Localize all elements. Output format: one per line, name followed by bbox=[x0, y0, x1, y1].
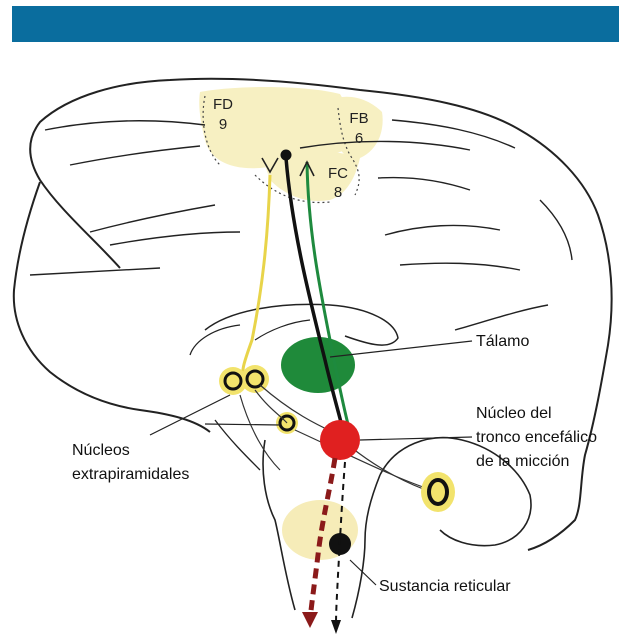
area-fc-number: 8 bbox=[334, 184, 342, 201]
area-fb-name: FB bbox=[349, 110, 368, 127]
thalamus bbox=[281, 337, 355, 393]
sulcus-10 bbox=[400, 263, 520, 270]
area-fc-name: FC bbox=[328, 165, 348, 182]
sulcus-11 bbox=[540, 200, 572, 260]
leader-extrap-2 bbox=[205, 424, 280, 425]
yellow-tract bbox=[243, 175, 270, 382]
sulcus-8 bbox=[378, 178, 470, 191]
descending-black-arrowhead bbox=[331, 620, 341, 634]
leader-talamo bbox=[330, 341, 472, 357]
sulcus-7 bbox=[392, 120, 515, 148]
sulcus-1 bbox=[45, 121, 205, 130]
sulcus-3 bbox=[30, 268, 160, 275]
leader-extrap bbox=[150, 395, 230, 435]
fornix bbox=[190, 325, 240, 355]
label-talamo: Tálamo bbox=[476, 333, 529, 350]
corpus-callosum bbox=[205, 304, 398, 345]
label-extrap-line2: extrapiramidales bbox=[72, 466, 189, 483]
area-fd-number: 9 bbox=[219, 116, 227, 133]
midbrain-curve bbox=[215, 420, 260, 470]
internal-capsule bbox=[255, 320, 310, 340]
sulcus-5 bbox=[110, 232, 240, 245]
brain-outline-left bbox=[14, 182, 210, 432]
fiber-5 bbox=[240, 395, 280, 470]
label-nucleo-line1: Núcleo del bbox=[476, 405, 552, 422]
sulcus-12 bbox=[455, 305, 548, 330]
micturition-nucleus bbox=[320, 420, 360, 460]
sulcus-4 bbox=[90, 205, 215, 232]
sulcus-2 bbox=[70, 146, 200, 165]
label-nucleo-line2: tronco encefálico bbox=[476, 429, 597, 446]
descending-red-arrowhead bbox=[302, 612, 318, 628]
label-nucleo-line3: de la micción bbox=[476, 453, 569, 470]
area-fb-number: 6 bbox=[355, 130, 363, 147]
sulcus-9 bbox=[385, 225, 500, 235]
label-extrap-line1: Núcleos bbox=[72, 442, 130, 459]
label-sustancia: Sustancia reticular bbox=[379, 578, 511, 595]
area-fd-name: FD bbox=[213, 96, 233, 113]
cortical-neuron bbox=[281, 150, 292, 161]
